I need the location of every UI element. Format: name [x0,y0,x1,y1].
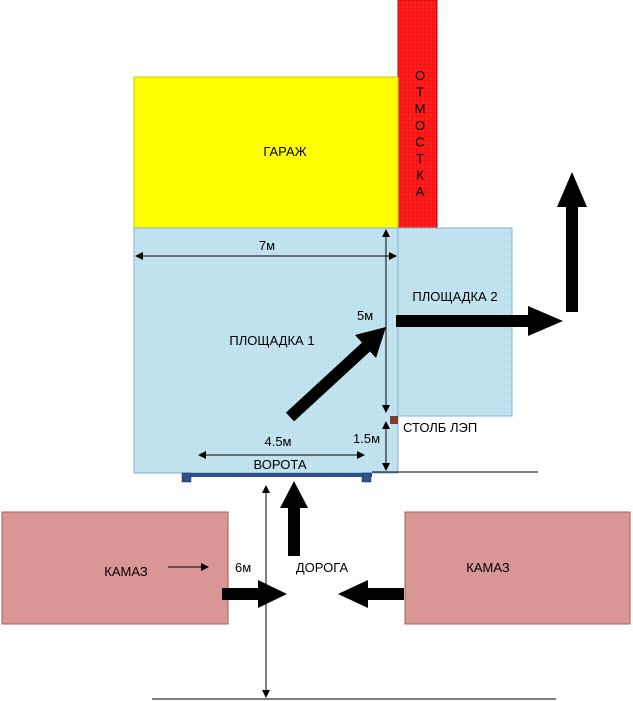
thick-arrow-left-kamaz [222,580,287,608]
garage-label: ГАРАЖ [263,144,306,159]
gate-bar [184,473,372,477]
thick-arrow-road-to-gate [280,481,308,556]
gate-label: ВОРОТА [253,457,306,472]
garage-area [133,76,399,229]
gate-post-left [181,472,192,483]
dimension-6m-label: 6м [235,560,251,575]
power-pole [390,416,398,424]
gate-post-right [361,472,372,483]
thick-arrow-right-kamaz [338,580,404,608]
dimension-5m-label: 5м [357,308,373,323]
kamaz-left-label: КАМАЗ [104,564,148,579]
road-label: ДОРОГА [296,560,349,575]
ploshchadka-1-label: ПЛОЩАДКА 1 [229,333,314,348]
otmostka-strip [397,0,438,229]
dimension-4-5m-label: 4.5м [264,434,291,449]
kamaz-left-truck [1,511,229,625]
dimension-1-5m-label: 1.5м [353,431,380,446]
ploshchadka-2-label: ПЛОЩАДКА 2 [412,289,497,304]
thick-arrow-up-right [557,172,587,312]
thick-arrow-to-right [396,306,563,336]
power-pole-label: СТОЛБ ЛЭП [403,420,477,435]
thick-arrow-diagonal [285,327,386,422]
kamaz-right-truck [404,511,631,625]
kamaz-right-label: КАМАЗ [466,560,510,575]
dimension-7m-label: 7м [259,238,275,253]
